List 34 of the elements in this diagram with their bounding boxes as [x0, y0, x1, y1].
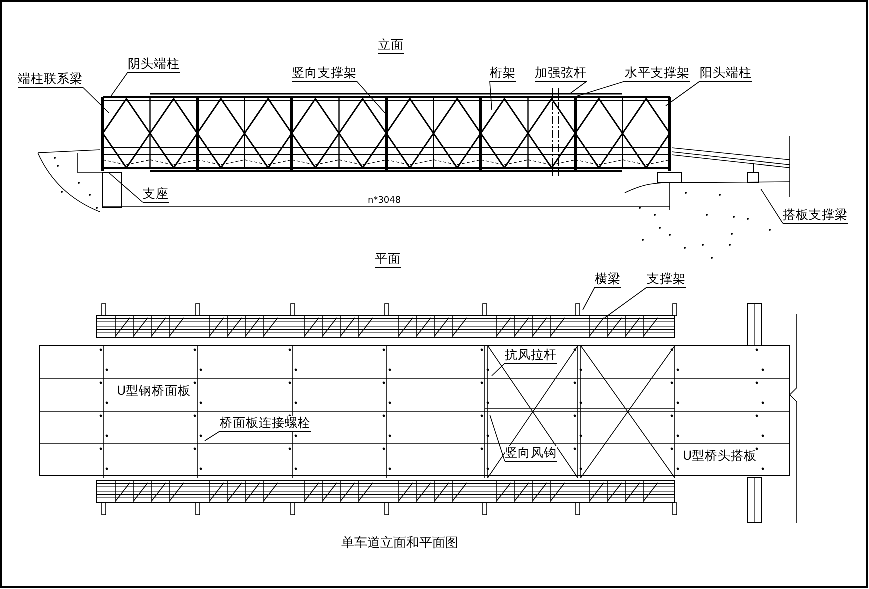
- section-heading: 平面: [375, 252, 401, 268]
- part-label: 竖向支撑架: [292, 66, 357, 82]
- leader-line: [110, 72, 128, 98]
- part-label: U型钢桥面板: [117, 384, 192, 398]
- part-label: 水平支撑架: [625, 66, 690, 82]
- part-label: 支撑架: [647, 272, 686, 288]
- part-label: 支座: [143, 187, 169, 203]
- part-label: 搭板支撑梁: [783, 208, 848, 224]
- leader-line: [490, 81, 492, 110]
- part-label: 横梁: [595, 272, 621, 288]
- leader-line: [604, 287, 648, 318]
- leader-line: [570, 81, 588, 94]
- part-label: 抗风拉杆: [505, 348, 557, 364]
- leader-line: [204, 431, 220, 442]
- part-label: 桁架: [490, 66, 516, 82]
- part-label: 加强弦杆: [535, 66, 587, 82]
- leader-line: [760, 188, 784, 224]
- part-label: 阳头端柱: [700, 66, 752, 82]
- caption: 单车道立面和平面图: [342, 537, 458, 551]
- leader-line: [108, 172, 144, 203]
- leader-line: [82, 87, 110, 114]
- section-heading: 立面: [378, 38, 404, 54]
- part-label: U型桥头搭板: [683, 449, 758, 463]
- part-label: 竖向风钩: [505, 446, 557, 462]
- leader-line: [492, 363, 506, 376]
- part-label: 桥面板连接螺栓: [220, 416, 311, 432]
- leader-line: [490, 414, 506, 462]
- part-label: 阴头端柱: [128, 57, 180, 73]
- leader-line: [582, 287, 596, 310]
- part-label: 端柱联系梁: [18, 72, 83, 88]
- leader-line: [666, 81, 700, 106]
- dimension-label: n*3048: [368, 196, 402, 206]
- leader-line: [356, 81, 386, 114]
- leader-line: [574, 81, 626, 98]
